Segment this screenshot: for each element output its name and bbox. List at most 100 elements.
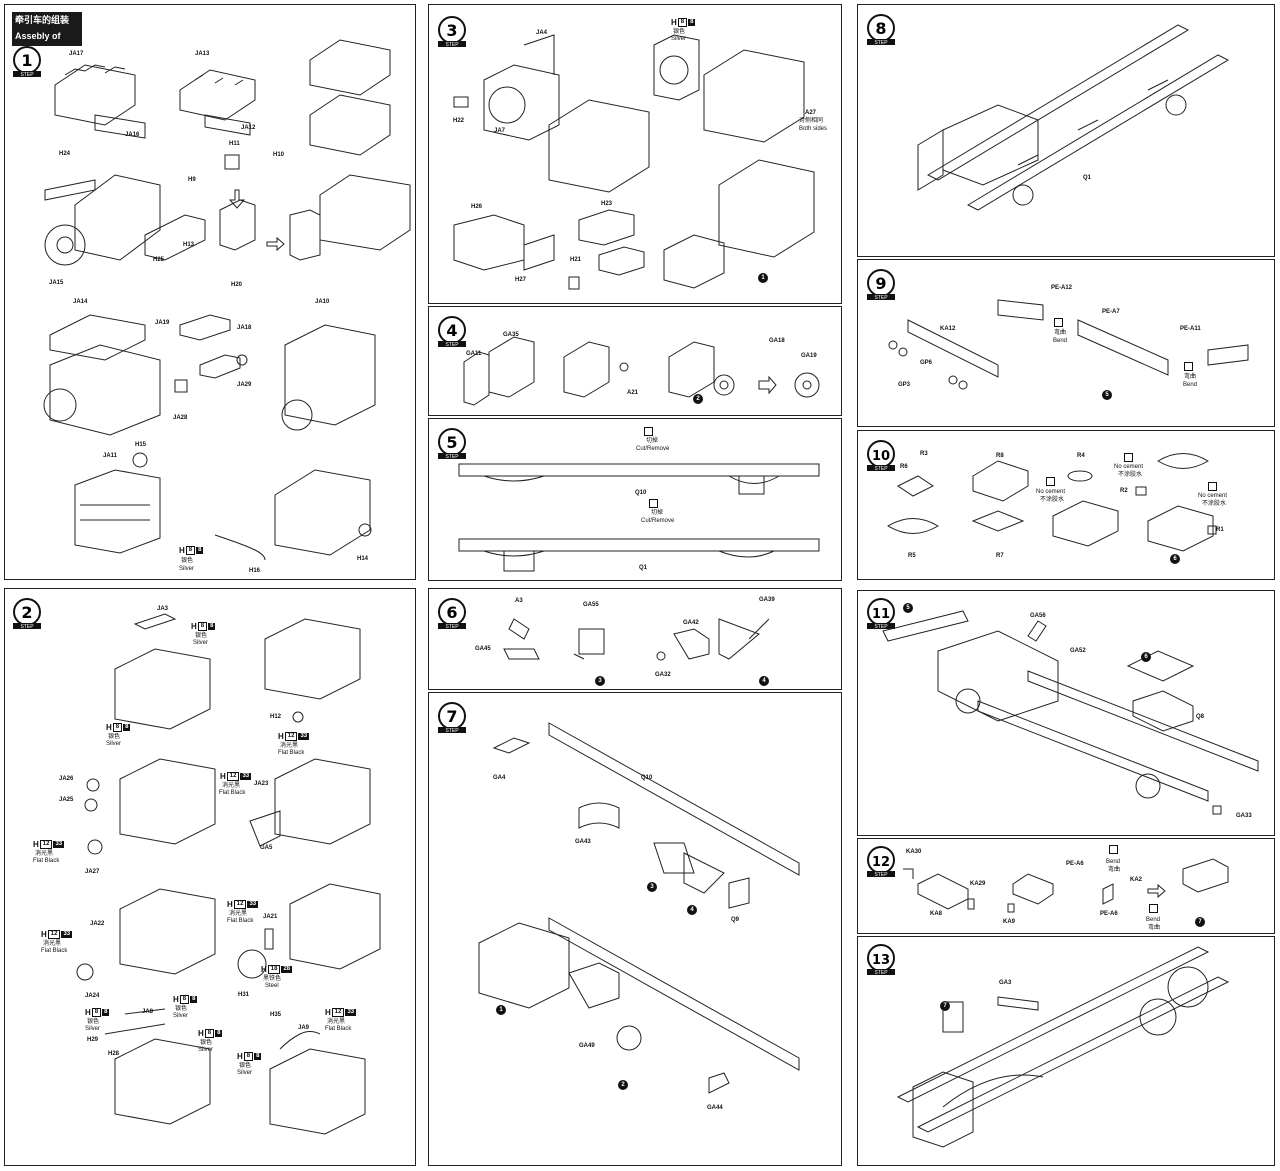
cut-note-cn: 切掉 (651, 510, 664, 516)
part-label: JA17 (69, 51, 84, 57)
no-cement-note-en: No cement (1198, 493, 1228, 499)
paint-name-en: Silver (106, 741, 122, 747)
bumper-drawing (888, 299, 1249, 390)
bend-note-en: Bend (1146, 917, 1161, 923)
subassembly-marker: 2 (693, 394, 703, 404)
bend-note-cn: 弯曲 (1184, 374, 1197, 380)
part-label: GA44 (707, 1105, 723, 1111)
part-label: JA3 (157, 606, 169, 612)
subassembly-marker: 3 (595, 676, 605, 686)
subassembly-marker: 7 (940, 1001, 950, 1011)
bend-icon (1184, 362, 1193, 371)
paint-name-cn: 消光黑 (43, 941, 62, 947)
part-label: GA56 (1030, 613, 1046, 619)
subassembly-marker: 5 (903, 603, 913, 613)
part-label: GP3 (898, 382, 911, 388)
part-label: JA11 (103, 453, 118, 459)
part-label: GA43 (575, 839, 591, 845)
svg-text:STEP: STEP (874, 970, 888, 976)
part-label: H23 (601, 201, 613, 207)
part-label: KA2 (1130, 877, 1143, 883)
paint-name-cn: 消光黑 (229, 911, 248, 917)
part-label: PE-A7 (1102, 309, 1120, 315)
part-label: A21 (627, 390, 639, 396)
part-label: JA22 (90, 921, 105, 927)
part-label: H15 (135, 442, 147, 448)
paint-name-en: Steel (265, 983, 279, 989)
radiator-engine-drawing (453, 34, 815, 290)
part-label: R2 (1120, 488, 1128, 494)
paint-name-en: Silver (85, 1026, 101, 1032)
part-label: PE-A6 (1100, 911, 1118, 917)
cut-icon (649, 499, 658, 508)
svg-text:3: 3 (446, 21, 457, 40)
part-label: H9 (188, 177, 196, 183)
part-label: GA55 (583, 602, 599, 608)
no-cement-note-cn: 不涂胶水 (1202, 501, 1227, 507)
part-label: H24 (59, 151, 71, 157)
part-label: GA39 (759, 597, 775, 603)
no-cement-note-cn: 不涂胶水 (1040, 497, 1065, 503)
subassembly-marker: 4 (759, 676, 769, 686)
paint-name-cn: 银色 (673, 29, 686, 35)
paint-name-en: Flat Black (227, 918, 254, 924)
engine-assembly-drawing (43, 39, 411, 561)
part-label: JA13 (195, 51, 210, 57)
part-label: GA4 (493, 775, 506, 781)
paint-name-cn: 银色 (181, 558, 194, 564)
engine-detail-drawing (76, 613, 381, 1135)
part-label: H27 (515, 277, 527, 283)
part-label: H28 (108, 1051, 120, 1057)
part-label: PE-A11 (1180, 326, 1201, 332)
no-cement-icon (1046, 477, 1055, 486)
bend-note-en: Bend (1106, 859, 1121, 865)
part-label: JA29 (237, 382, 252, 388)
part-label: Q10 (635, 490, 647, 496)
chassis-rails-drawing (458, 463, 820, 572)
part-label: H13 (183, 242, 195, 248)
subassembly-marker: 3 (647, 882, 657, 892)
part-label: GA19 (801, 353, 817, 359)
part-label: H21 (570, 257, 582, 263)
svg-text:STEP: STEP (445, 454, 459, 460)
bend-icon (1109, 845, 1118, 854)
cut-note-en: Cut/Remove (636, 446, 670, 452)
part-label: PE-A12 (1051, 285, 1073, 291)
part-label: PE-A6 (1066, 861, 1084, 867)
part-label: Q9 (731, 917, 740, 923)
complete-chassis-drawing (896, 946, 1230, 1148)
part-label: GA49 (579, 1043, 595, 1049)
svg-text:STEP: STEP (445, 342, 459, 348)
paint-name-cn: 消光黑 (327, 1019, 346, 1025)
svg-text:7: 7 (446, 707, 457, 726)
svg-text:2: 2 (21, 603, 32, 622)
part-label: H22 (453, 118, 465, 124)
part-label: JA15 (49, 280, 64, 286)
part-label: R5 (908, 553, 916, 559)
part-label: H25 (153, 257, 165, 263)
part-label: H31 (238, 992, 250, 998)
part-label: R8 (996, 453, 1004, 459)
part-label: R3 (920, 451, 928, 457)
svg-text:STEP: STEP (445, 42, 459, 48)
part-label: GA11 (466, 351, 482, 357)
paint-name-cn: 银色 (195, 633, 208, 639)
